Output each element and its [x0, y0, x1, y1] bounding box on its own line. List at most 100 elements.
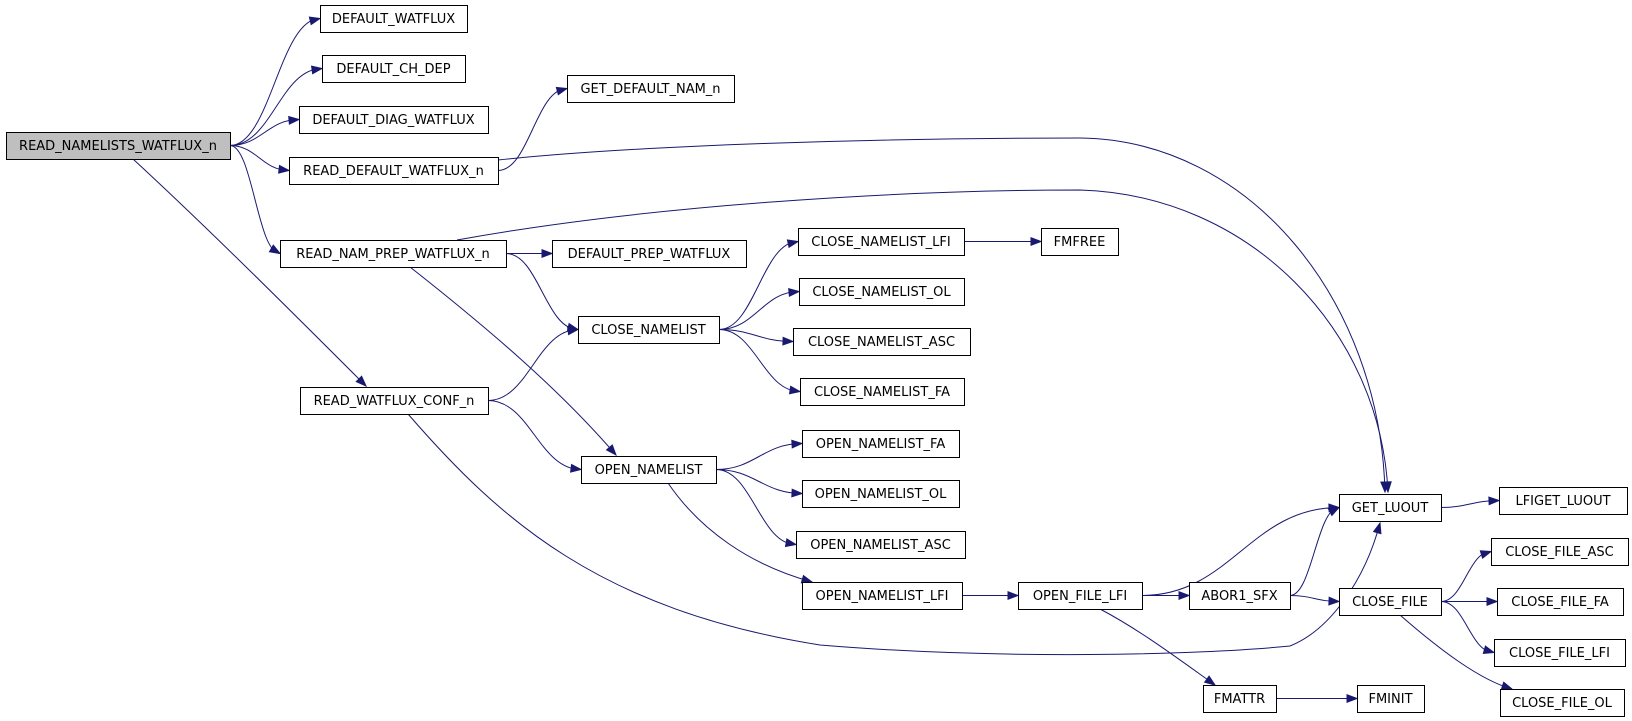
arrowhead-icon: [788, 287, 801, 297]
node-label: CLOSE_NAMELIST_ASC: [808, 335, 955, 350]
node-open-namelist[interactable]: OPEN_NAMELIST: [581, 456, 717, 484]
node-default-watflux[interactable]: DEFAULT_WATFLUX: [320, 5, 468, 33]
node-box: [1499, 487, 1628, 515]
node-fminit[interactable]: FMINIT: [1357, 685, 1425, 713]
edge-line: [1141, 507, 1340, 596]
edge-line: [229, 68, 323, 146]
edge-open_namelist_lfi-to-open_file_lfi: [961, 590, 1020, 601]
arrowhead-icon: [1482, 645, 1496, 654]
edge-close_file-to-close_file_fa: [1441, 596, 1499, 607]
edge-line: [718, 291, 800, 330]
node-read-nam-prep-watflux-n[interactable]: READ_NAM_PREP_WATFLUX_n: [280, 240, 507, 268]
node-close-namelist[interactable]: CLOSE_NAMELIST: [578, 316, 720, 344]
edge-line: [132, 158, 367, 387]
node-label: OPEN_FILE_LFI: [1033, 589, 1127, 604]
node-label: FMFREE: [1054, 235, 1106, 250]
node-read-default-watflux-n[interactable]: READ_DEFAULT_WATFLUX_n: [289, 157, 499, 185]
node-label: READ_WATFLUX_CONF_n: [314, 394, 475, 409]
edge-read_nam_prep_watflux_n-to-get_luout: [456, 189, 1392, 494]
arrowhead-icon: [1203, 675, 1217, 686]
edge-read_nam_prep_watflux_n-to-open_namelist: [409, 266, 617, 457]
edge-line: [715, 469, 803, 494]
arrowhead-icon: [570, 463, 583, 473]
node-default-ch-dep[interactable]: DEFAULT_CH_DEP: [322, 55, 466, 83]
node-label: CLOSE_FILE_LFI: [1509, 646, 1610, 661]
node-box: [1189, 582, 1291, 610]
node-open-namelist-lfi[interactable]: OPEN_NAMELIST_LFI: [802, 582, 963, 610]
edge-line: [718, 241, 799, 330]
node-get-default-nam-n[interactable]: GET_DEFAULT_NAM_n: [567, 75, 735, 103]
node-box: [299, 106, 489, 134]
arrowhead-icon: [784, 538, 798, 548]
edge-read_namelists_watflux_n-to-default_watflux: [229, 16, 322, 146]
node-get-luout[interactable]: GET_LUOUT: [1339, 494, 1442, 522]
node-lfiget-luout[interactable]: LFIGET_LUOUT: [1499, 487, 1628, 515]
edge-line: [715, 443, 803, 470]
node-close-namelist-lfi[interactable]: CLOSE_NAMELIST_LFI: [798, 228, 965, 256]
node-close-file-ol[interactable]: CLOSE_FILE_OL: [1500, 689, 1625, 717]
arrowhead-icon: [288, 115, 301, 125]
edge-close_namelist-to-close_namelist_lfi: [718, 239, 800, 330]
edge-close_namelist-to-close_namelist_fa: [718, 329, 802, 395]
edge-read_namelists_watflux_n-to-read_default_watflux_n: [229, 145, 291, 174]
edge-read_namelists_watflux_n-to-read_watflux_conf_n: [132, 158, 367, 387]
node-box: [798, 228, 965, 256]
node-box: [793, 328, 971, 356]
node-read-namelists-watflux-n[interactable]: READ_NAMELISTS_WATFLUX_n: [6, 132, 231, 160]
arrowhead-icon: [1382, 481, 1392, 494]
arrowhead-icon: [1500, 681, 1514, 691]
node-open-namelist-fa[interactable]: OPEN_NAMELIST_FA: [802, 430, 960, 458]
node-label: OPEN_NAMELIST_LFI: [816, 589, 949, 604]
node-read-watflux-conf-n[interactable]: READ_WATFLUX_CONF_n: [300, 387, 489, 415]
node-default-prep-watflux[interactable]: DEFAULT_PREP_WATFLUX: [552, 240, 747, 268]
node-label: READ_DEFAULT_WATFLUX_n: [303, 164, 484, 179]
edge-open_file_lfi-to-fmattr: [1099, 608, 1217, 686]
arrowhead-icon: [788, 385, 802, 395]
node-box: [1339, 494, 1442, 522]
edge-fmattr-to-fminit: [1276, 693, 1359, 704]
edge-line: [407, 413, 1381, 656]
node-box: [300, 387, 489, 415]
node-close-file[interactable]: CLOSE_FILE: [1339, 588, 1442, 616]
node-close-file-lfi[interactable]: CLOSE_FILE_LFI: [1494, 639, 1626, 667]
node-label: GET_DEFAULT_NAM_n: [580, 82, 720, 97]
node-box: [567, 75, 735, 103]
node-open-file-lfi[interactable]: OPEN_FILE_LFI: [1018, 582, 1143, 610]
arrowhead-icon: [541, 248, 554, 259]
node-abor1-sfx[interactable]: ABOR1_SFX: [1189, 582, 1291, 610]
node-default-diag-watflux[interactable]: DEFAULT_DIAG_WATFLUX: [299, 106, 489, 134]
node-label: ABOR1_SFX: [1201, 589, 1277, 604]
arrowhead-icon: [605, 444, 617, 457]
edge-line: [229, 18, 321, 146]
node-close-namelist-asc[interactable]: CLOSE_NAMELIST_ASC: [793, 328, 971, 356]
node-open-namelist-asc[interactable]: OPEN_NAMELIST_ASC: [796, 531, 966, 559]
node-fmfree[interactable]: FMFREE: [1041, 228, 1119, 256]
node-box: [1018, 582, 1143, 610]
node-close-file-fa[interactable]: CLOSE_FILE_FA: [1497, 588, 1624, 616]
node-label: OPEN_NAMELIST_ASC: [810, 538, 951, 553]
edge-line: [1399, 614, 1513, 690]
node-label: DEFAULT_WATFLUX: [332, 12, 455, 27]
node-label: FMATTR: [1214, 692, 1265, 707]
edge-line: [1289, 507, 1340, 596]
edge-read_watflux_conf_n-to-get_luout: [407, 413, 1382, 656]
node-label: DEFAULT_DIAG_WATFLUX: [312, 113, 474, 128]
edge-line: [1440, 601, 1495, 653]
arrowhead-icon: [1178, 590, 1191, 601]
node-fmattr[interactable]: FMATTR: [1203, 685, 1277, 713]
node-label: OPEN_NAMELIST_OL: [815, 487, 948, 502]
edge-abor1_sfx-to-close_file: [1289, 595, 1341, 606]
arrowhead-icon: [1488, 496, 1501, 506]
edge-read_namelists_watflux_n-to-default_ch_dep: [229, 65, 324, 146]
node-label: CLOSE_NAMELIST: [591, 323, 705, 338]
edge-line: [497, 88, 568, 171]
node-close-namelist-ol[interactable]: CLOSE_NAMELIST_OL: [799, 278, 965, 306]
arrowhead-icon: [1328, 596, 1341, 606]
edge-line: [1440, 551, 1492, 602]
node-open-namelist-ol[interactable]: OPEN_NAMELIST_OL: [802, 480, 960, 508]
node-close-namelist-fa[interactable]: CLOSE_NAMELIST_FA: [800, 378, 965, 406]
edge-line: [456, 189, 1389, 493]
node-close-file-asc[interactable]: CLOSE_FILE_ASC: [1491, 538, 1629, 566]
node-label: CLOSE_NAMELIST_OL: [812, 285, 951, 300]
